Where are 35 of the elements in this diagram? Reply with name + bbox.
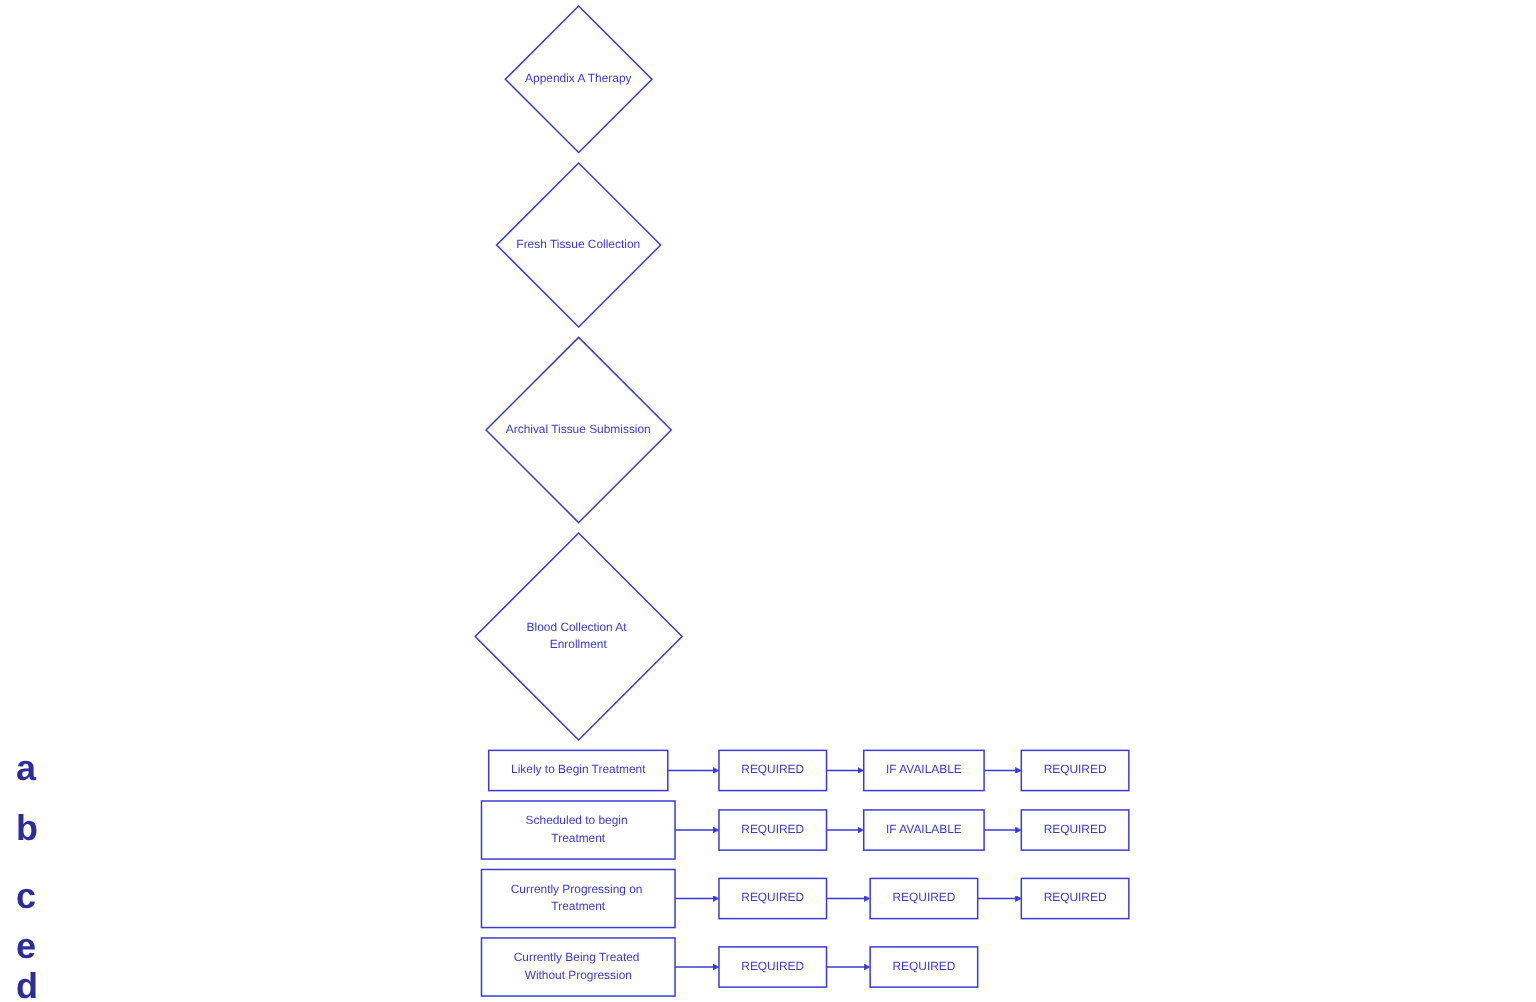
node-box: [1020, 809, 1130, 851]
arrow: [976, 895, 1022, 902]
arrow: [825, 895, 871, 902]
node-diamond: [495, 161, 662, 329]
node-box: [480, 937, 676, 997]
arrow: [674, 963, 720, 971]
node-box: [718, 749, 828, 792]
row-letter: c: [16, 876, 37, 919]
node-box: [480, 868, 676, 929]
node-diamond: [474, 531, 684, 741]
node-box: [480, 800, 676, 860]
node-box: [718, 809, 828, 851]
node-box: [862, 749, 985, 792]
node-box: [869, 946, 979, 988]
node-box: [487, 749, 669, 792]
node-box: [718, 946, 828, 988]
arrow: [983, 767, 1022, 774]
row-letter: b: [16, 808, 38, 851]
node-diamond: [504, 4, 653, 154]
row-letter: a: [16, 748, 37, 791]
node-box: [1020, 877, 1130, 920]
node-box: [869, 877, 979, 920]
arrow: [674, 895, 720, 902]
arrow: [674, 826, 720, 834]
arrow: [825, 767, 864, 774]
node-box: [862, 809, 985, 851]
row-letter: d: [16, 965, 38, 1002]
arrow: [983, 826, 1022, 834]
node-diamond: [485, 336, 673, 524]
arrow: [825, 826, 864, 834]
node-box: [718, 877, 828, 920]
arrow: [825, 963, 871, 971]
row-letter: e: [16, 925, 37, 967]
node-box: [1020, 749, 1130, 792]
arrow: [667, 767, 720, 774]
